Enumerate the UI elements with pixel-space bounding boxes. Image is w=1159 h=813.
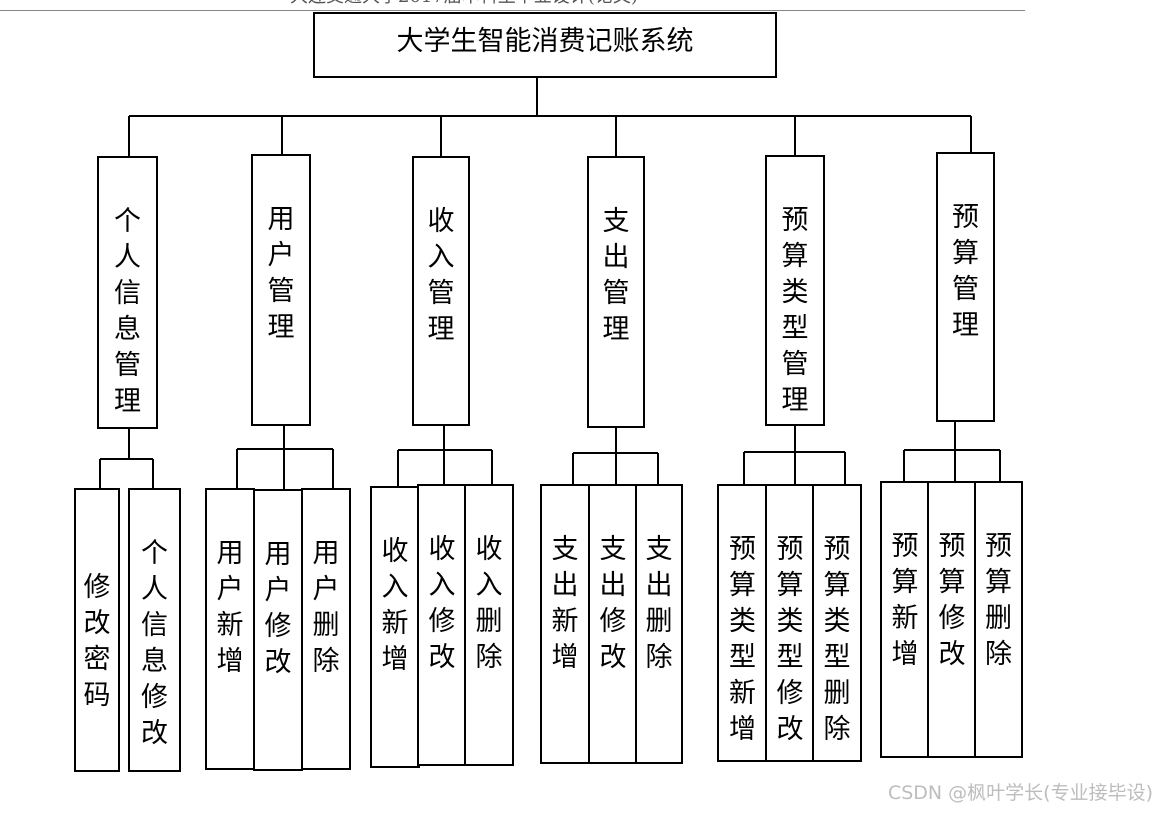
leaf-node: 用户新增 bbox=[205, 488, 255, 770]
watermark: CSDN @枫叶学长(专业接毕设) bbox=[887, 782, 1153, 804]
module-label: 个人信息管理 bbox=[114, 206, 141, 417]
module-node-personal-info: 个人信息管理 bbox=[97, 156, 158, 429]
module-node-income: 收入管理 bbox=[412, 156, 470, 426]
module-label: 用户管理 bbox=[267, 204, 295, 343]
leaf-node: 收入修改 bbox=[417, 484, 467, 766]
leaf-node: 预算类型新增 bbox=[717, 484, 768, 762]
leaf-node: 支出修改 bbox=[588, 484, 638, 764]
leaf-label: 支出新增 bbox=[551, 534, 579, 673]
module-node-user: 用户管理 bbox=[251, 154, 311, 426]
leaf-label: 收入修改 bbox=[428, 534, 456, 673]
module-node-budget-type: 预算类型管理 bbox=[765, 155, 825, 426]
root-node: 大学生智能消费记账系统 bbox=[313, 12, 777, 78]
header-rule bbox=[0, 10, 1025, 11]
leaf-node: 用户修改 bbox=[253, 489, 303, 771]
leaf-label: 支出删除 bbox=[645, 534, 673, 673]
leaf-label: 预算新增 bbox=[891, 531, 919, 670]
leaf-node: 预算新增 bbox=[880, 481, 930, 758]
page-header-cut: 大连交通大学2017届本科生毕业设计(论文) bbox=[290, 0, 638, 8]
leaf-node: 修改密码 bbox=[74, 488, 120, 772]
leaf-label: 预算类型新增 bbox=[729, 534, 756, 745]
leaf-label: 预算修改 bbox=[938, 531, 966, 670]
leaf-node: 预算修改 bbox=[927, 481, 977, 758]
leaf-node: 收入删除 bbox=[464, 484, 514, 766]
module-node-expense: 支出管理 bbox=[587, 156, 645, 428]
leaf-node: 支出删除 bbox=[635, 484, 683, 764]
leaf-label: 收入删除 bbox=[475, 534, 503, 673]
leaf-node: 用户删除 bbox=[301, 488, 351, 770]
module-label: 支出管理 bbox=[602, 206, 630, 345]
leaf-node: 预算类型删除 bbox=[812, 484, 862, 762]
leaf-label: 预算类型修改 bbox=[776, 534, 804, 745]
root-label: 大学生智能消费记账系统 bbox=[396, 26, 694, 57]
leaf-label: 用户修改 bbox=[264, 539, 292, 678]
leaf-node: 收入新增 bbox=[370, 486, 420, 768]
leaf-label: 用户新增 bbox=[216, 538, 244, 677]
leaf-label: 修改密码 bbox=[83, 572, 111, 711]
module-label: 收入管理 bbox=[427, 206, 455, 345]
leaf-label: 支出修改 bbox=[599, 534, 627, 673]
leaf-label: 预算删除 bbox=[985, 531, 1012, 670]
leaf-label: 用户删除 bbox=[312, 538, 340, 677]
leaf-node: 预算类型修改 bbox=[765, 484, 815, 762]
leaf-label: 收入新增 bbox=[381, 536, 409, 675]
leaf-label: 个人信息修改 bbox=[141, 538, 168, 749]
leaf-node: 预算删除 bbox=[974, 481, 1023, 758]
module-node-budget: 预算管理 bbox=[936, 152, 995, 422]
module-label: 预算类型管理 bbox=[781, 205, 809, 416]
leaf-label: 预算类型删除 bbox=[823, 534, 851, 745]
module-label: 预算管理 bbox=[952, 202, 979, 341]
leaf-node: 支出新增 bbox=[540, 484, 590, 764]
leaf-node: 个人信息修改 bbox=[128, 488, 181, 772]
